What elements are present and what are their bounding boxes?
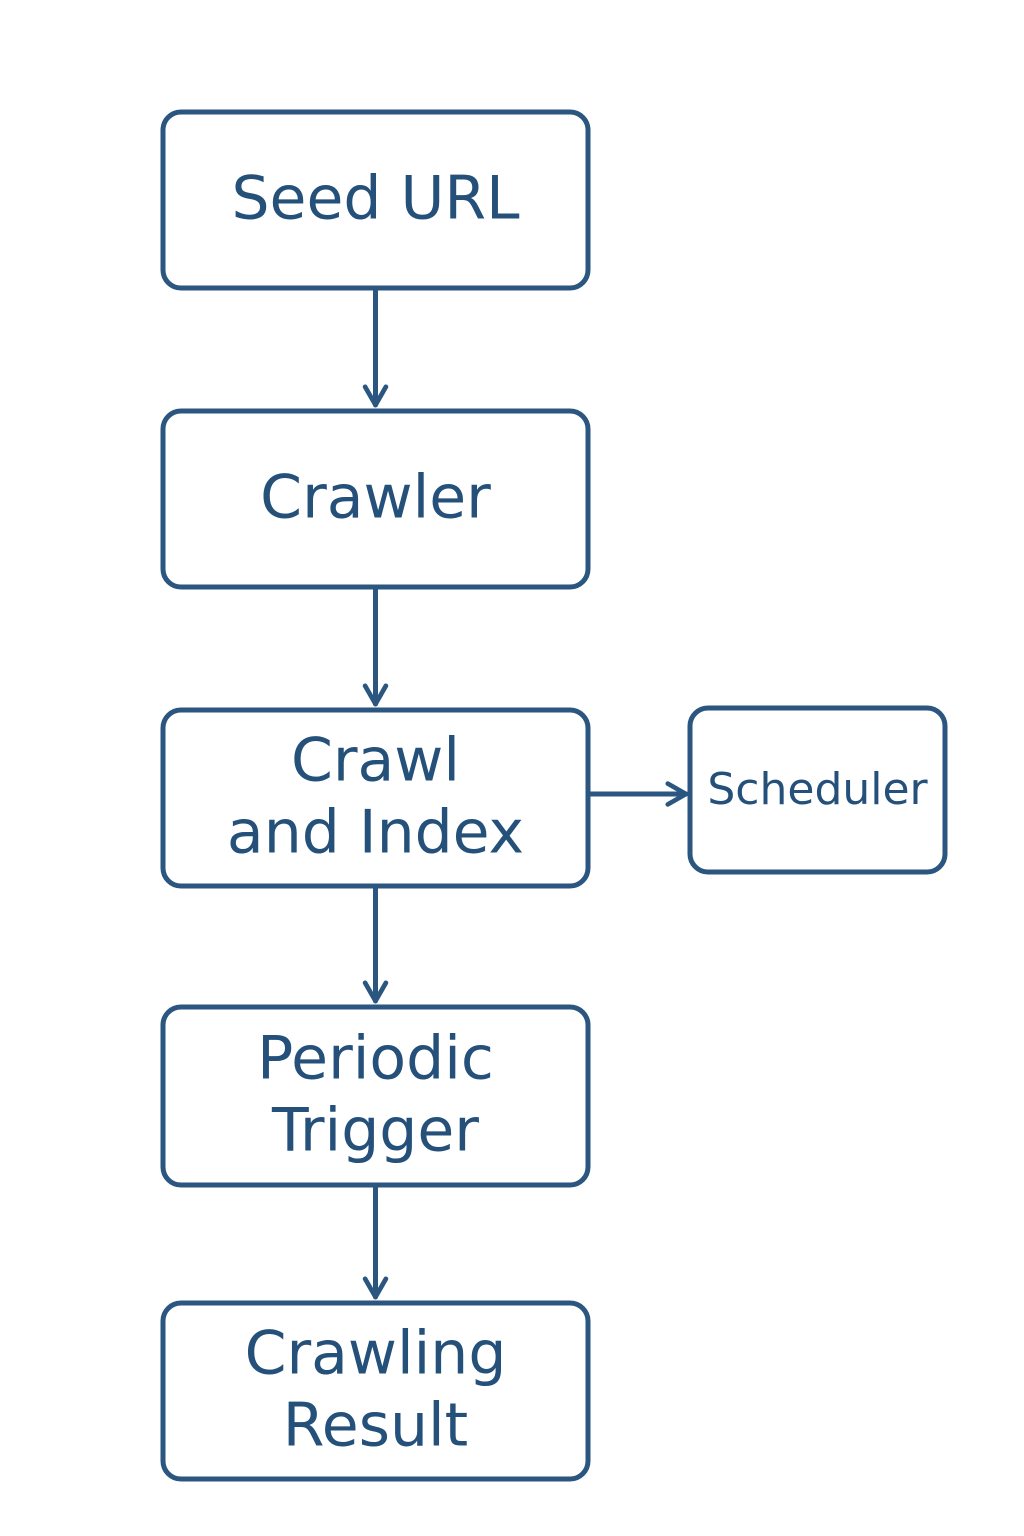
node-box-periodic-trigger bbox=[160, 1004, 591, 1188]
node-box-crawling-result bbox=[160, 1300, 591, 1482]
node-box-scheduler bbox=[687, 705, 948, 875]
node-label-seed-url-line-1: Seed URL bbox=[231, 164, 520, 234]
node-box-crawler bbox=[160, 408, 591, 590]
node-label-scheduler-line-1: Scheduler bbox=[707, 764, 928, 815]
node-label-crawling-result-line-1: Crawling bbox=[245, 1319, 507, 1389]
node-label-periodic-trigger-line-2: Trigger bbox=[271, 1096, 479, 1166]
node-seed-url: Seed URL bbox=[160, 109, 591, 291]
node-label-crawl-and-index-line-2: and Index bbox=[227, 798, 524, 868]
node-label-periodic-trigger-line-1: Periodic bbox=[257, 1024, 494, 1094]
edges-layer bbox=[362, 285, 689, 1300]
node-label-crawling-result-line-2: Result bbox=[283, 1391, 468, 1461]
node-scheduler: Scheduler bbox=[687, 705, 948, 875]
node-label-crawler-line-1: Crawler bbox=[260, 463, 491, 533]
node-crawler: Crawler bbox=[160, 408, 591, 590]
node-label-crawl-and-index-line-1: Crawl bbox=[291, 726, 460, 796]
node-box-seed-url bbox=[160, 109, 591, 291]
node-box-crawl-and-index bbox=[160, 707, 591, 889]
